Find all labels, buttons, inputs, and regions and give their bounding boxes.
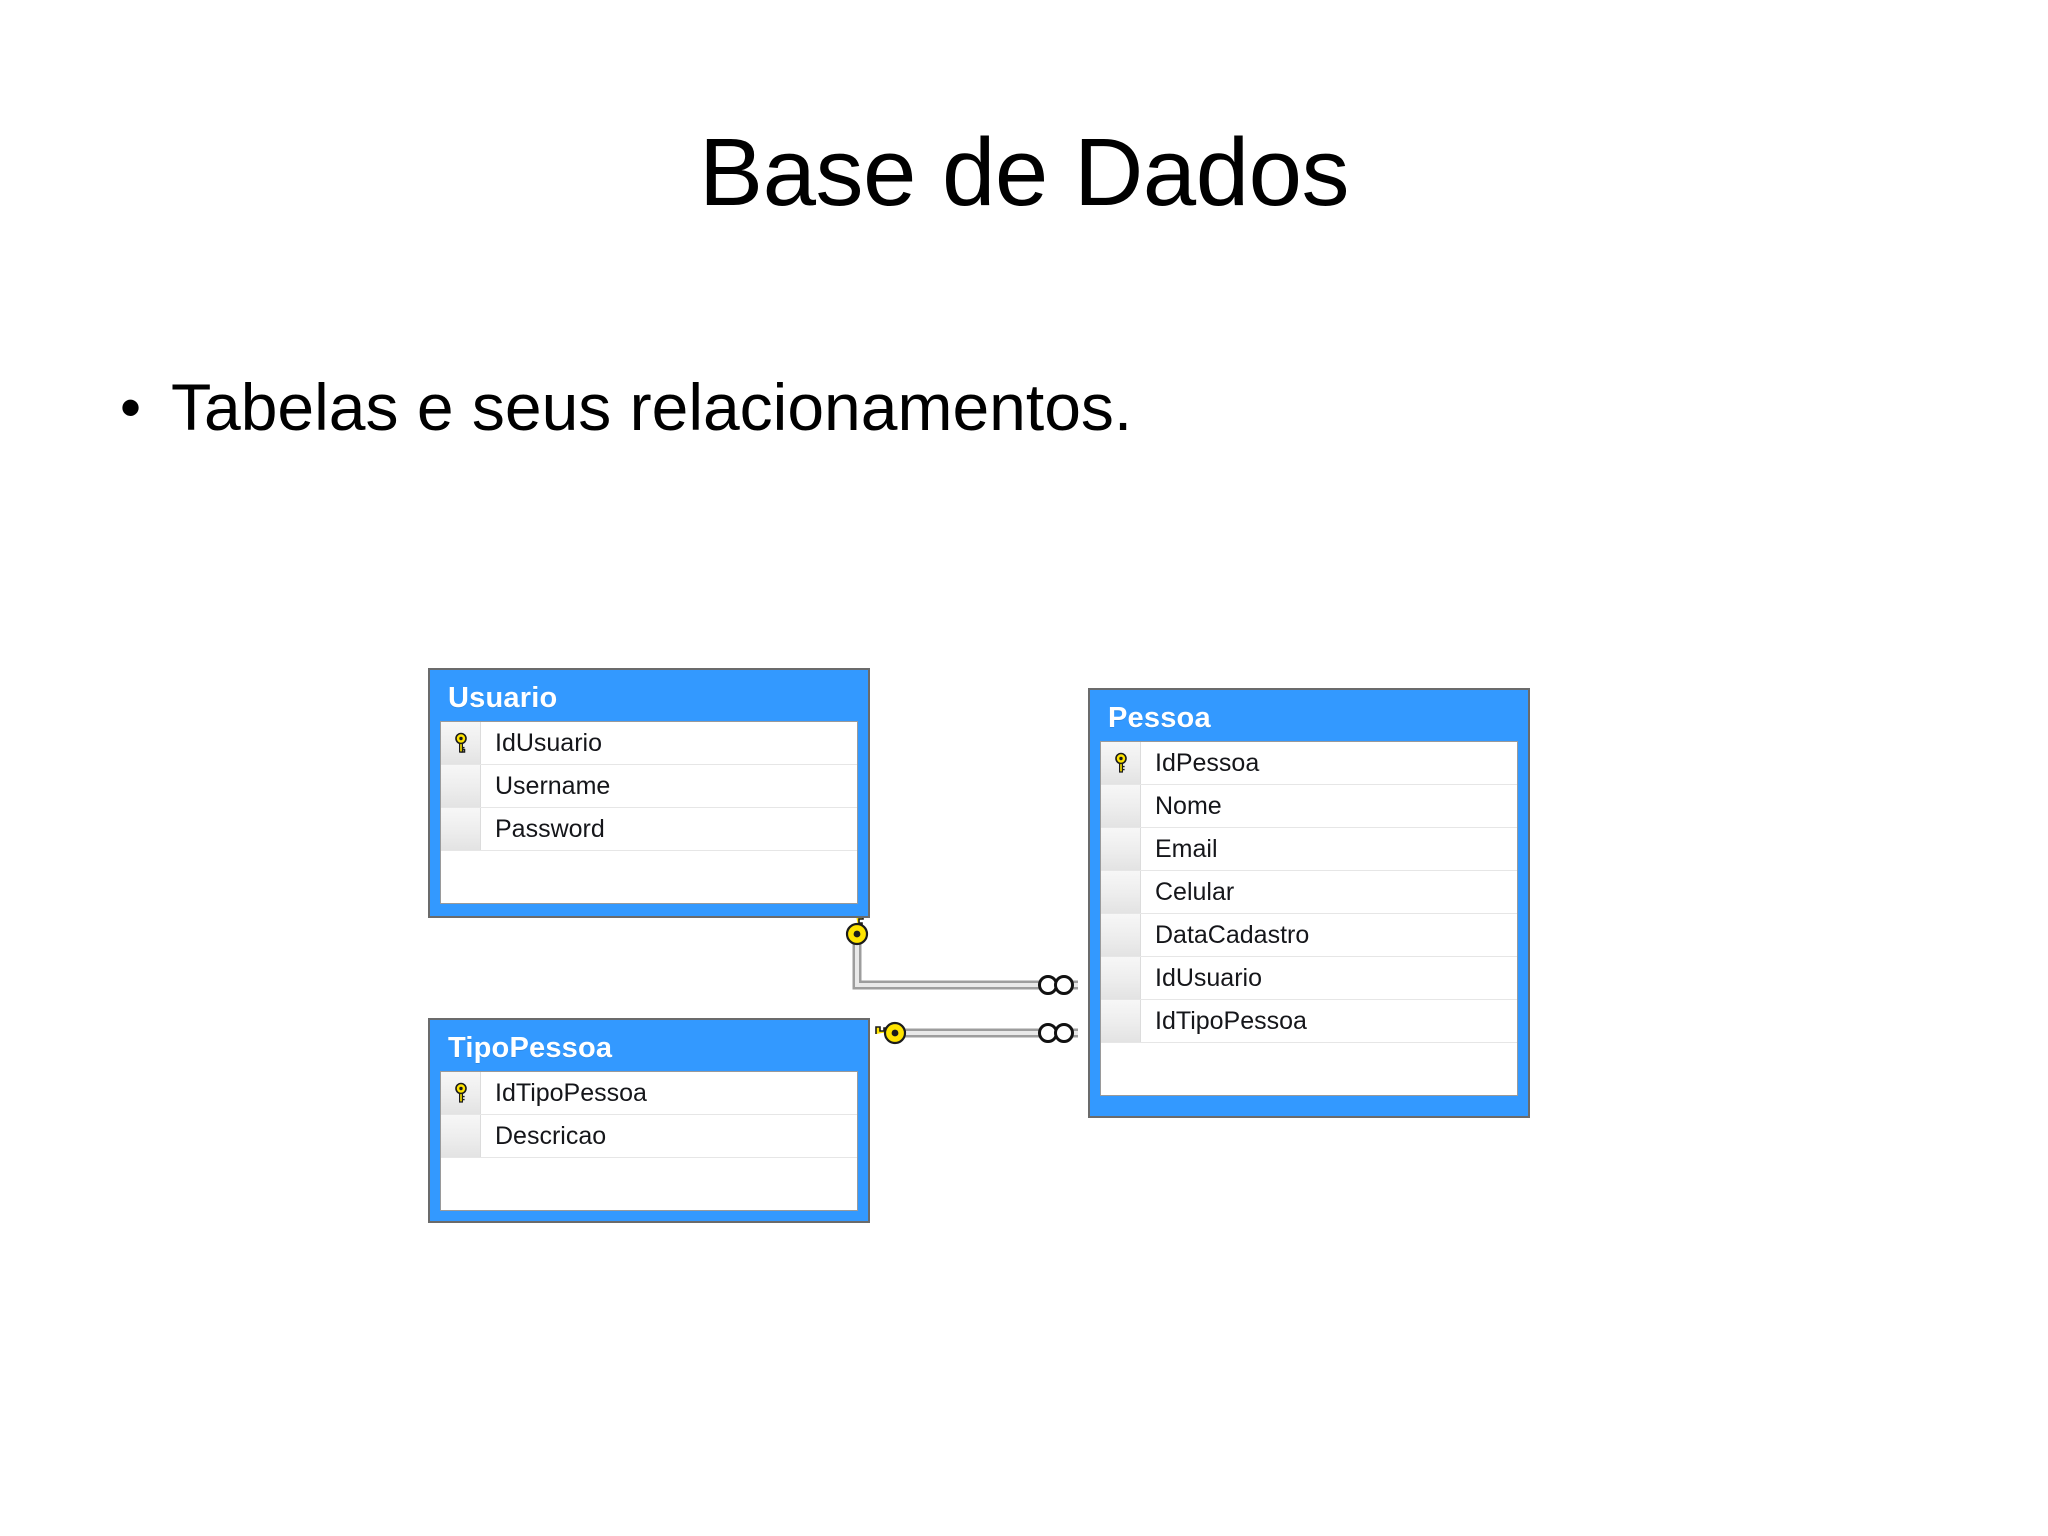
er-column-name: Password	[495, 814, 605, 843]
er-column-grid: IdUsuario Username Password	[440, 721, 858, 904]
er-column-name: IdUsuario	[495, 728, 602, 757]
er-column-grid: IdPessoa Nome Email Celular DataCadastro…	[1100, 741, 1518, 1096]
er-column-name: IdTipoPessoa	[1155, 1006, 1307, 1035]
primary-key-icon	[441, 722, 481, 764]
er-empty-row[interactable]	[1101, 1043, 1517, 1095]
row-selector-cell	[441, 765, 481, 807]
row-selector-cell	[1101, 1043, 1141, 1095]
key-icon	[875, 1021, 907, 1045]
row-selector-cell	[1101, 957, 1141, 999]
row-selector-cell	[1101, 828, 1141, 870]
key-icon	[845, 914, 869, 946]
er-empty-row[interactable]	[441, 851, 857, 903]
er-column-row[interactable]: IdPessoa	[1101, 742, 1517, 785]
er-column-row[interactable]: IdUsuario	[1101, 957, 1517, 1000]
primary-key-icon	[1101, 742, 1141, 784]
row-selector-cell	[1101, 871, 1141, 913]
row-selector-cell	[1101, 785, 1141, 827]
row-selector-cell	[1101, 1000, 1141, 1042]
er-column-name: IdTipoPessoa	[495, 1078, 647, 1107]
er-table-title: TipoPessoa	[448, 1032, 613, 1064]
er-column-row[interactable]: Email	[1101, 828, 1517, 871]
er-column-row[interactable]: IdTipoPessoa	[441, 1072, 857, 1115]
er-table-usuario[interactable]: Usuario IdUsuario Username	[428, 668, 870, 918]
er-column-name: DataCadastro	[1155, 920, 1310, 949]
er-column-name: Email	[1155, 834, 1218, 863]
row-selector-cell	[441, 808, 481, 850]
er-table-title: Pessoa	[1108, 702, 1211, 734]
bullet-text: Tabelas e seus relacionamentos.	[171, 370, 1133, 444]
er-column-row[interactable]: Nome	[1101, 785, 1517, 828]
bullet-marker-icon: •	[120, 374, 142, 441]
er-column-row[interactable]: IdUsuario	[441, 722, 857, 765]
er-column-name: Nome	[1155, 791, 1222, 820]
relationship-tipopessoa-pessoa	[875, 1021, 1078, 1045]
relationship-usuario-pessoa	[845, 914, 1078, 995]
row-selector-cell	[441, 1115, 481, 1157]
er-table-pessoa[interactable]: Pessoa IdPessoa Nome Email	[1088, 688, 1530, 1118]
er-column-name: Username	[495, 771, 611, 800]
infinity-icon	[1038, 1023, 1074, 1043]
bullet-list-item: • Tabelas e seus relacionamentos.	[120, 370, 1920, 446]
er-column-row[interactable]: Password	[441, 808, 857, 851]
er-column-name: IdUsuario	[1155, 963, 1262, 992]
er-column-row[interactable]: Descricao	[441, 1115, 857, 1158]
er-empty-row[interactable]	[441, 1158, 857, 1210]
er-column-name: Celular	[1155, 877, 1235, 906]
row-selector-cell	[441, 1158, 481, 1210]
row-selector-cell	[1101, 914, 1141, 956]
er-column-name: IdPessoa	[1155, 748, 1260, 777]
er-column-row[interactable]: Username	[441, 765, 857, 808]
er-column-name: Descricao	[495, 1121, 607, 1150]
primary-key-icon	[441, 1072, 481, 1114]
er-table-tipopessoa[interactable]: TipoPessoa IdTipoPessoa Descricao	[428, 1018, 870, 1223]
row-selector-cell	[441, 851, 481, 903]
page-title: Base de Dados	[699, 119, 1349, 226]
er-table-title: Usuario	[448, 682, 558, 714]
infinity-icon	[1038, 975, 1074, 995]
er-column-grid: IdTipoPessoa Descricao	[440, 1071, 858, 1211]
er-column-row[interactable]: Celular	[1101, 871, 1517, 914]
er-column-row[interactable]: DataCadastro	[1101, 914, 1517, 957]
er-column-row[interactable]: IdTipoPessoa	[1101, 1000, 1517, 1043]
